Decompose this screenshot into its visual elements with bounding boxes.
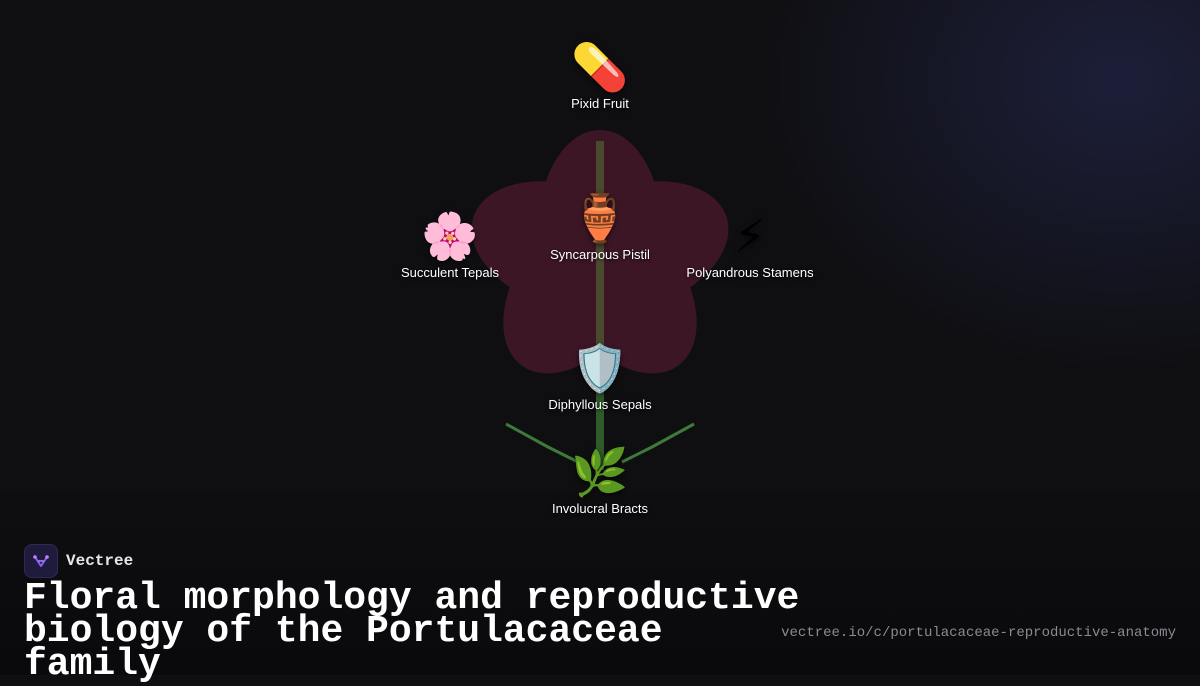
amphora-icon: 🏺 (571, 191, 629, 245)
node-label: Syncarpous Pistil (550, 247, 650, 262)
node-polyandrous-stamens: ⚡ Polyandrous Stamens (686, 209, 813, 280)
herb-icon: 🌿 (571, 445, 629, 499)
node-label: Involucral Bracts (551, 501, 649, 516)
node-diphyllous-sepals: 🛡️ Diphyllous Sepals (548, 341, 651, 412)
cherry-blossom-icon: 🌸 (421, 209, 479, 263)
node-label: Polyandrous Stamens (686, 265, 814, 280)
source-url[interactable]: vectree.io/c/portulacaceae-reproductive-… (781, 625, 1176, 641)
bract-branch-left (505, 422, 579, 464)
page-title: Floral morphology and reproductive biolo… (24, 577, 800, 686)
lightning-icon: ⚡ (733, 209, 767, 263)
node-involucral-bracts: 🌿 Involucral Bracts (552, 445, 648, 516)
node-succulent-tepals: 🌸 Succulent Tepals (401, 209, 499, 280)
node-label: Diphyllous Sepals (548, 397, 652, 412)
petal (471, 181, 666, 315)
bract-branch-right (621, 422, 695, 464)
brand[interactable]: Vectree (24, 544, 133, 578)
shield-icon: 🛡️ (571, 341, 629, 395)
node-label: Pixid Fruit (571, 96, 629, 111)
vectree-logo-icon (24, 544, 58, 578)
node-pixid-fruit: 💊 Pixid Fruit (571, 40, 629, 111)
node-label: Succulent Tepals (400, 265, 500, 280)
brand-name: Vectree (66, 552, 134, 570)
node-syncarpous-pistil: 🏺 Syncarpous Pistil (550, 191, 650, 262)
pill-icon: 💊 (571, 40, 629, 94)
